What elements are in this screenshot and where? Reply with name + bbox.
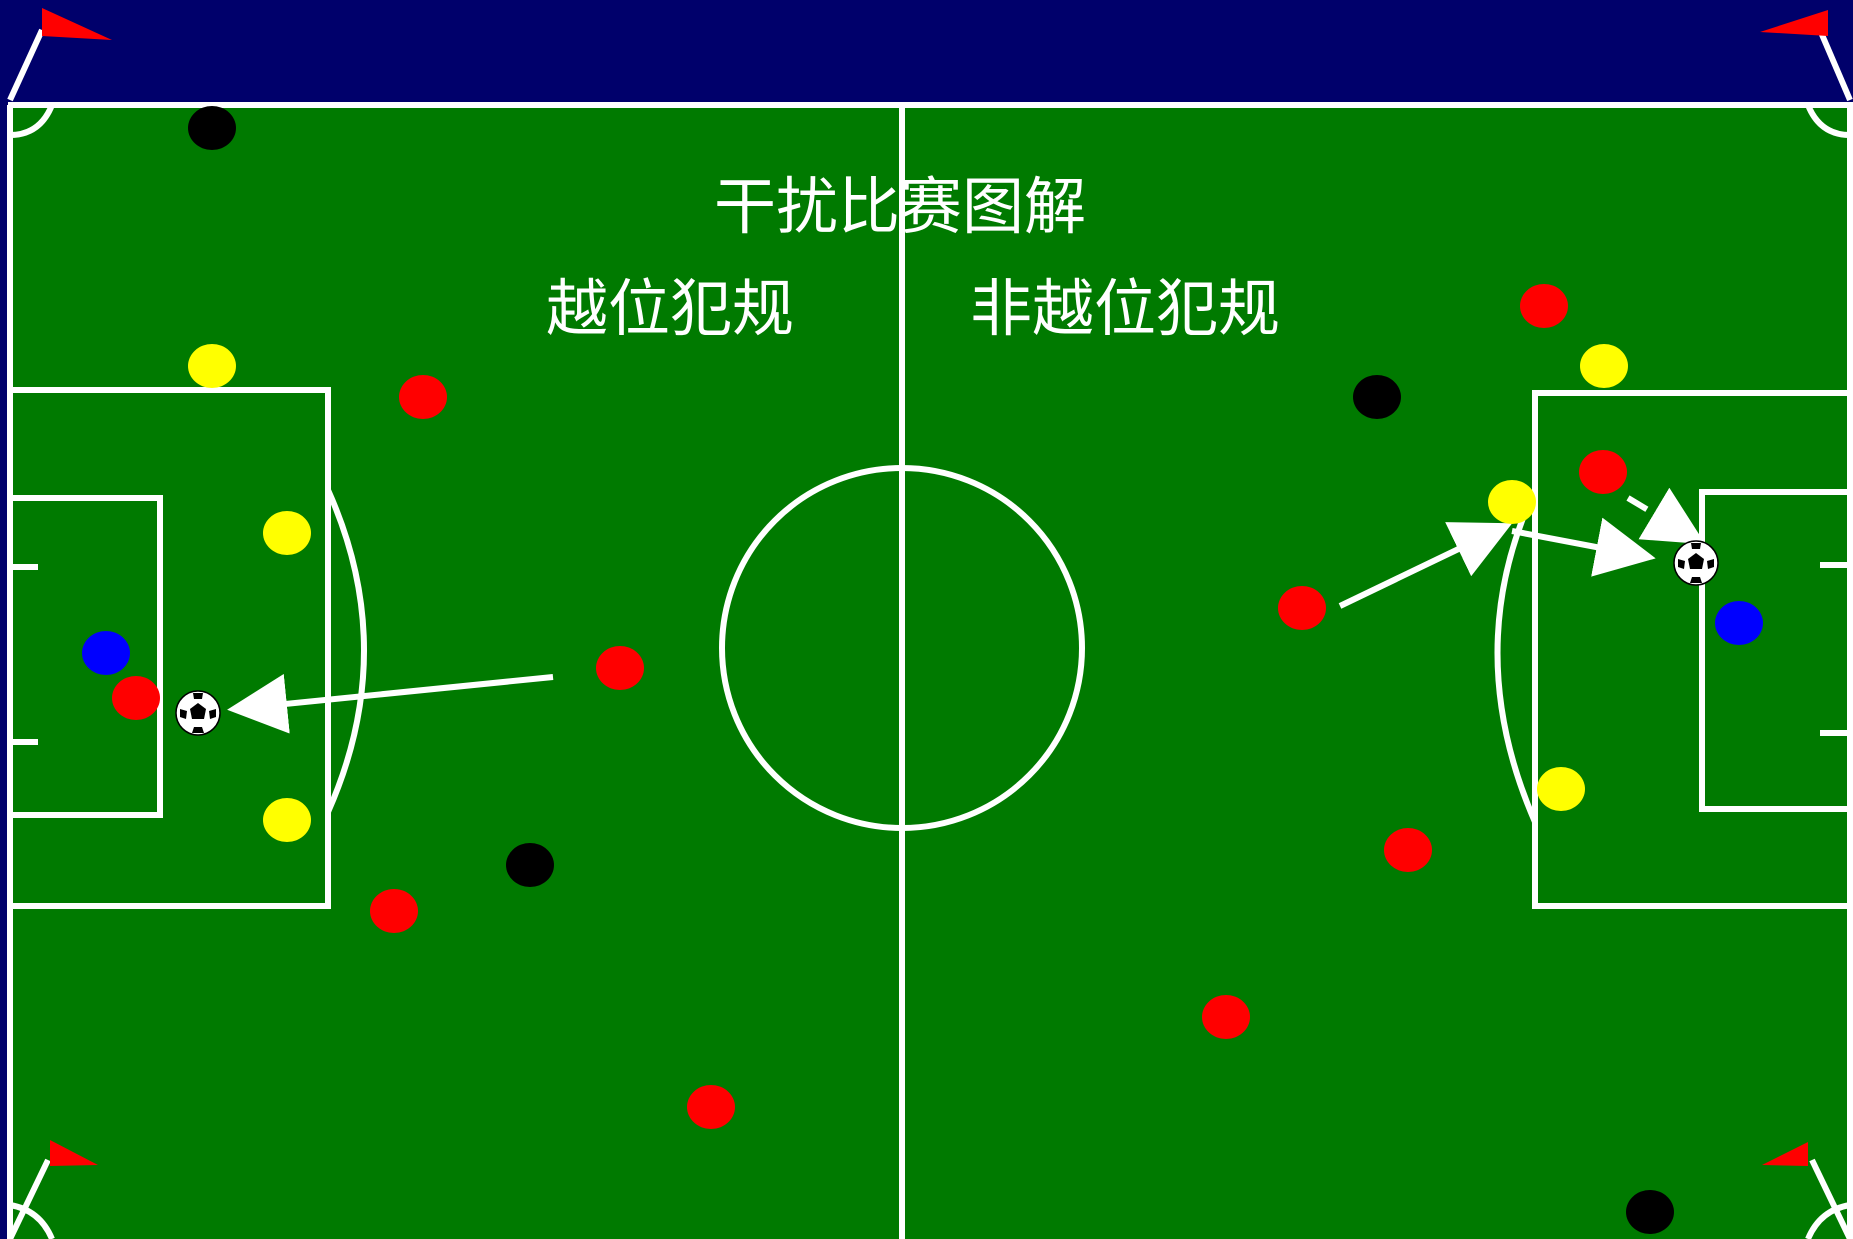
player-yellow-4 (1580, 344, 1628, 388)
players (82, 106, 1763, 1234)
player-black-4 (1626, 1190, 1674, 1234)
run-arrow-dashed (1626, 487, 1706, 545)
left-goal-area (10, 495, 163, 818)
player-red-10 (1202, 995, 1250, 1039)
right-goal-area (1699, 489, 1850, 812)
corner-arc-top-left (9, 103, 55, 138)
corner-flag-bottom-left (7, 1140, 98, 1239)
corner-flag-top-right (1760, 10, 1853, 102)
player-blue-1 (82, 631, 130, 675)
corner-flag-icon (50, 1140, 98, 1166)
player-red-1 (399, 375, 447, 419)
player-black-1 (188, 106, 236, 150)
left-penalty-arc (325, 488, 367, 814)
pass-arrow-right-1 (1338, 522, 1513, 609)
corner-flag-icon (42, 8, 112, 40)
player-yellow-1 (188, 344, 236, 388)
movement-arrows (227, 487, 1706, 734)
corner-arc-top-right (1805, 103, 1851, 138)
corner-arc-bottom-left (9, 1202, 55, 1239)
corner-arc-bottom-right (1805, 1202, 1851, 1239)
soccer-ball-icon (1673, 540, 1719, 586)
player-red-8 (1278, 586, 1326, 630)
pass-arrow-left (227, 673, 554, 734)
pitch (8, 105, 1853, 1239)
player-blue-2 (1715, 601, 1763, 645)
pass-arrow-right-2 (1511, 517, 1656, 577)
player-red-7 (1579, 450, 1627, 494)
corner-flag-icon (1762, 1142, 1808, 1166)
left-section-label: 越位犯规 (546, 272, 794, 345)
player-black-3 (1353, 375, 1401, 419)
left-penalty-area (10, 387, 331, 909)
player-black-2 (506, 843, 554, 887)
center-circle (719, 465, 1085, 831)
player-red-4 (370, 889, 418, 933)
player-yellow-3 (263, 798, 311, 842)
right-section-label: 非越位犯规 (970, 272, 1280, 345)
player-yellow-5 (1488, 480, 1536, 524)
corner-flag-top-left (7, 8, 112, 102)
corner-flag-bottom-right (1762, 1142, 1853, 1239)
player-red-9 (1384, 828, 1432, 872)
player-red-2 (596, 646, 644, 690)
player-yellow-2 (263, 511, 311, 555)
player-red-3 (112, 676, 160, 720)
player-red-6 (1520, 284, 1568, 328)
right-penalty-area (1532, 390, 1850, 909)
soccer-ball-icon (175, 690, 221, 736)
player-yellow-6 (1537, 767, 1585, 811)
corner-flag-icon (1760, 10, 1828, 36)
diagram-title: 干扰比赛图解 (714, 170, 1086, 243)
player-red-5 (687, 1085, 735, 1129)
